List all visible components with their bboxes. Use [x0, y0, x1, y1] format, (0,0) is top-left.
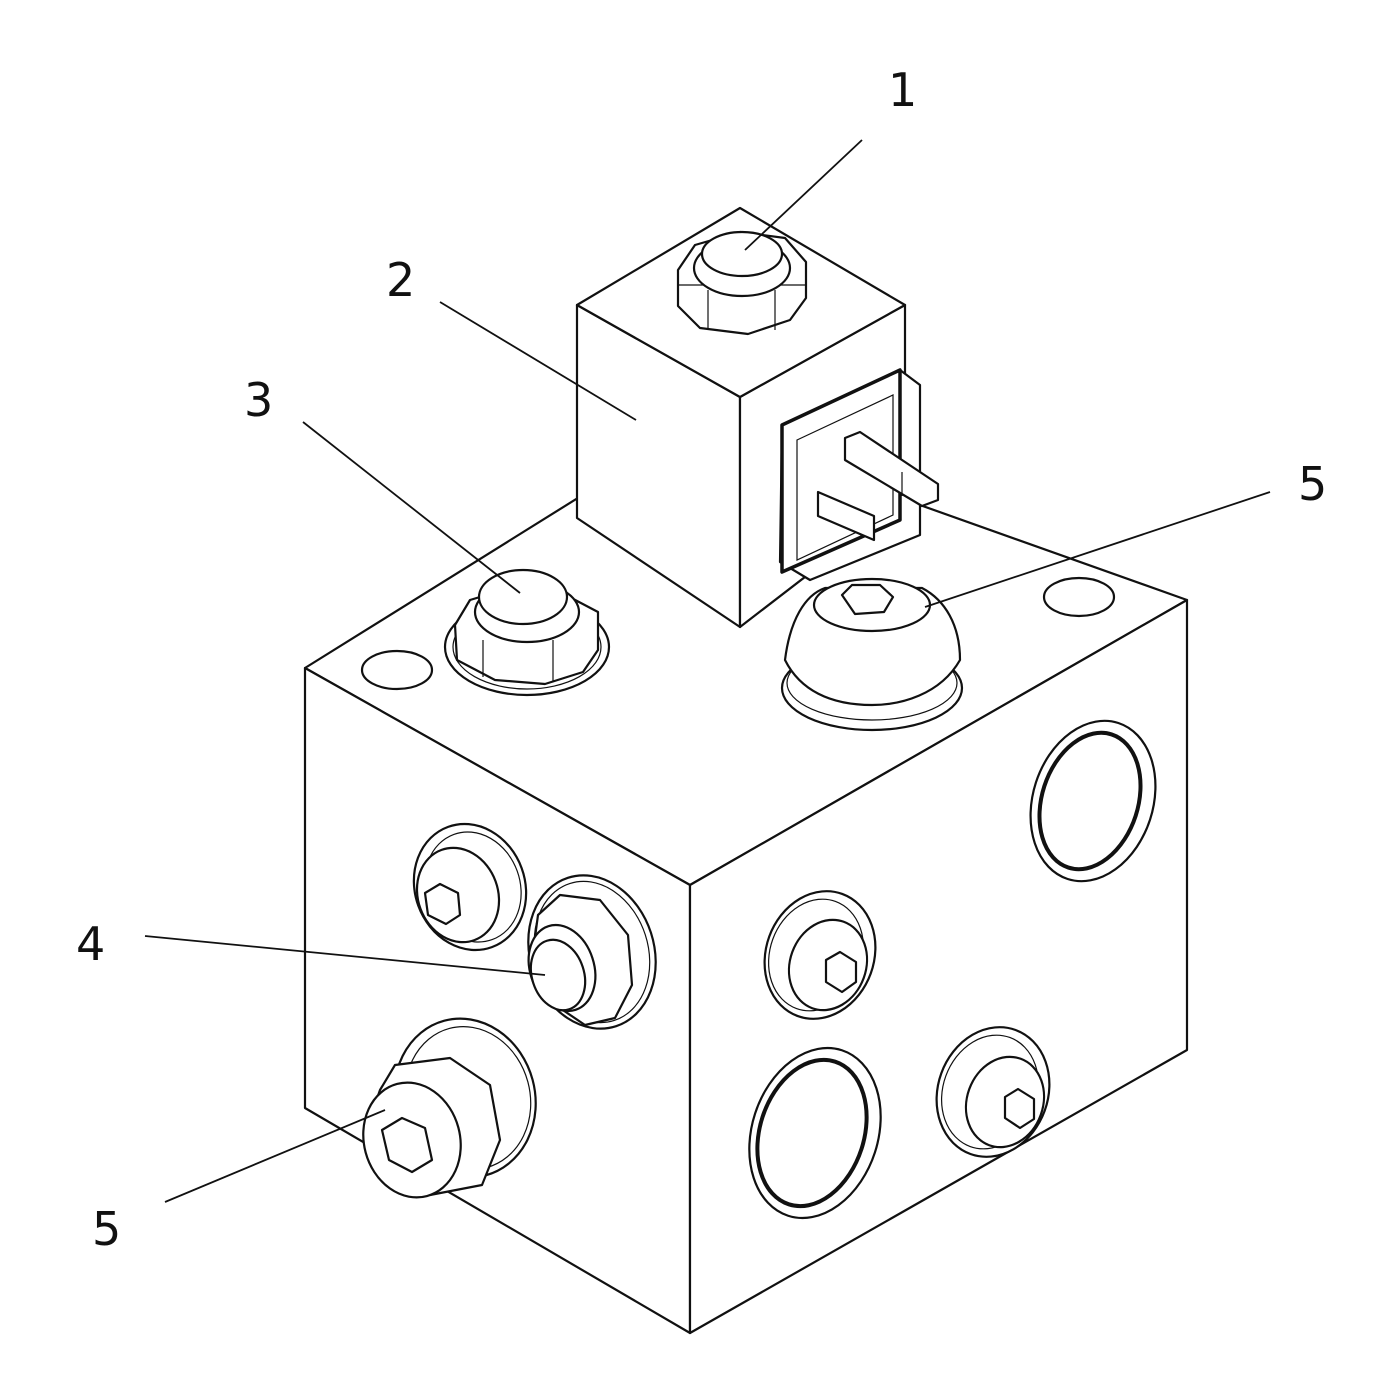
- callout-5-bottom: 5: [92, 1202, 121, 1256]
- coil-connector: [778, 368, 940, 582]
- callout-4: 4: [76, 917, 105, 971]
- valve-cartridge-nut-top: [443, 568, 611, 697]
- hex-socket-plug-top: [780, 577, 964, 732]
- callout-2: 2: [386, 253, 415, 307]
- solenoid-cap-nut: [676, 230, 808, 336]
- hex-socket: [380, 1116, 434, 1174]
- top-port-hole-left: [360, 649, 434, 691]
- leader-2: [439, 301, 637, 421]
- hex-socket-plug-left-small: [412, 822, 528, 952]
- connector-pin-lower: [816, 490, 876, 542]
- o-ring-port-right-upper: [1029, 719, 1157, 883]
- hex-socket-plug-left-large: [362, 1017, 537, 1199]
- hex-socket-plug-right-2: [935, 1026, 1051, 1158]
- callout-5-top: 5: [1298, 457, 1327, 511]
- leader-1: [744, 139, 863, 251]
- leader-3: [302, 421, 521, 594]
- leader-lines: [144, 139, 1271, 1203]
- leader-4: [144, 935, 546, 976]
- leader-5-top: [924, 491, 1271, 608]
- connector-pin-upper: [843, 430, 940, 508]
- o-ring-port-right-lower: [748, 1046, 882, 1220]
- valve-cartridge-nut-left: [527, 874, 657, 1030]
- hex-socket: [840, 583, 895, 616]
- callout-3: 3: [244, 373, 273, 427]
- top-port-hole-right: [1042, 576, 1116, 618]
- hex-socket-plug-right-1: [763, 890, 877, 1020]
- leader-5-bottom: [164, 1109, 386, 1203]
- callout-1: 1: [888, 63, 917, 117]
